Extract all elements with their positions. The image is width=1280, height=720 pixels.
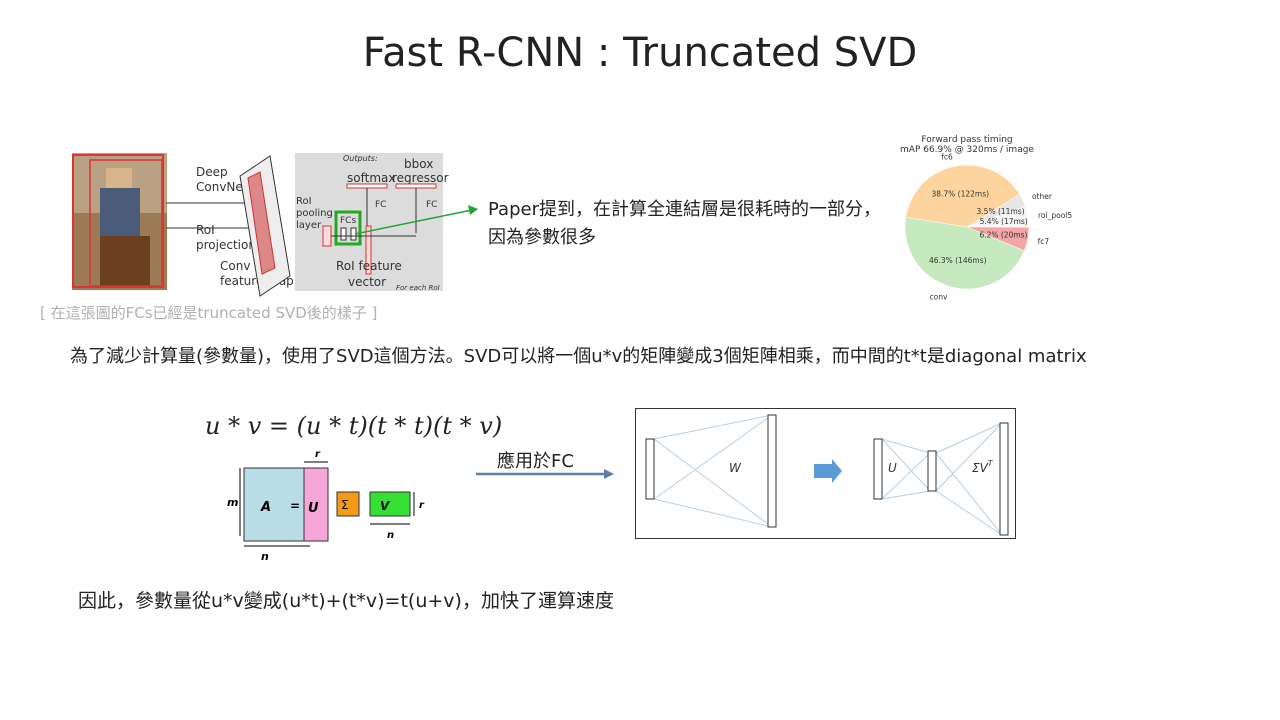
pie-slices bbox=[904, 164, 1030, 290]
apply-fc-label: 應用於FC bbox=[497, 451, 574, 472]
w-label: W bbox=[729, 461, 742, 475]
matrix-v bbox=[369, 491, 411, 517]
svd-explanation: 為了減少計算量(參數量)，使用了SVD這個方法。SVD可以將一個u*v的矩陣變成… bbox=[70, 346, 1087, 367]
softmax-label: softmax bbox=[347, 171, 395, 185]
apply-fc-arrow bbox=[476, 469, 614, 479]
pie-value-fc6: 38.7% (122ms) bbox=[931, 190, 989, 199]
svg-text:n: n bbox=[261, 550, 269, 563]
pie-name-roi_pool5: roi_pool5 bbox=[1038, 211, 1072, 220]
matrix-u bbox=[303, 467, 329, 542]
pie-value-conv: 46.3% (146ms) bbox=[929, 256, 987, 265]
pie-name-conv: conv bbox=[930, 292, 948, 301]
svg-text:FC: FC bbox=[375, 200, 386, 210]
pie-subtitle: mAP 66.9% @ 320ms / image bbox=[900, 145, 1034, 155]
pie-value-roi_pool5: 5.4% (17ms) bbox=[980, 217, 1028, 226]
m-label: m bbox=[227, 496, 238, 509]
svd-matrix-diagram: m A n = r U Σ V r n bbox=[227, 449, 425, 563]
fc-network-diagram: W U ΣVT bbox=[645, 414, 1009, 536]
u-label: U bbox=[888, 461, 897, 475]
page-title: Fast R-CNN : Truncated SVD bbox=[362, 30, 918, 76]
forward-timing-pie: Forward pass timing mAP 66.9% @ 320ms / … bbox=[900, 135, 1072, 301]
svg-text:FC: FC bbox=[426, 200, 437, 210]
diagram-caption: [ 在這張圖的FCs已經是truncated SVD後的樣子 ] bbox=[40, 304, 378, 322]
svg-text:r: r bbox=[315, 449, 321, 460]
svd-formula: u * v = (u * t)(t * t)(t * v) bbox=[205, 412, 503, 440]
matrix-a bbox=[243, 467, 311, 542]
sv-label: ΣVT bbox=[972, 459, 994, 475]
pie-title: Forward pass timing bbox=[921, 135, 1012, 145]
paper-note: Paper提到，在計算全連結層是很耗時的一部分，因為參數很多 bbox=[488, 199, 881, 248]
pie-value-fc7: 6.2% (20ms) bbox=[979, 230, 1027, 239]
conclusion-text: 因此，參數量從u*v變成(u*t)+(t*v)=t(u+v)，加快了運算速度 bbox=[78, 590, 614, 612]
pie-name-other: other bbox=[1032, 192, 1053, 201]
for-each-roi-label: For each RoI bbox=[396, 284, 440, 292]
svg-text:r: r bbox=[419, 500, 425, 511]
right-arrow-icon bbox=[814, 459, 842, 483]
svg-text:n: n bbox=[387, 530, 394, 541]
svg-text:U: U bbox=[308, 501, 319, 516]
pointer-arrow bbox=[354, 205, 478, 235]
matrix-sigma bbox=[336, 491, 360, 517]
pie-name-fc7: fc7 bbox=[1038, 237, 1050, 246]
roi-box bbox=[72, 154, 164, 288]
pie-slice-conv bbox=[904, 217, 1025, 290]
svg-text:Σ: Σ bbox=[341, 498, 349, 512]
outputs-label: Outputs: bbox=[343, 154, 378, 163]
svg-text:A: A bbox=[260, 500, 271, 515]
pie-value-other: 3.5% (11ms) bbox=[977, 207, 1025, 216]
svg-text:=: = bbox=[290, 499, 300, 513]
fcs-highlight bbox=[334, 210, 362, 246]
pie-labels: 38.7% (122ms) fc6 3.5% (11ms) other 5.4% (17… bbox=[929, 152, 1072, 301]
pie-name-fc6: fc6 bbox=[941, 152, 953, 161]
fc-decomposition-box: W U ΣVT bbox=[635, 408, 1016, 539]
svg-text:V: V bbox=[380, 499, 391, 513]
pie-slice-fc6 bbox=[905, 164, 1021, 228]
fcs-label: FCs bbox=[340, 216, 356, 226]
